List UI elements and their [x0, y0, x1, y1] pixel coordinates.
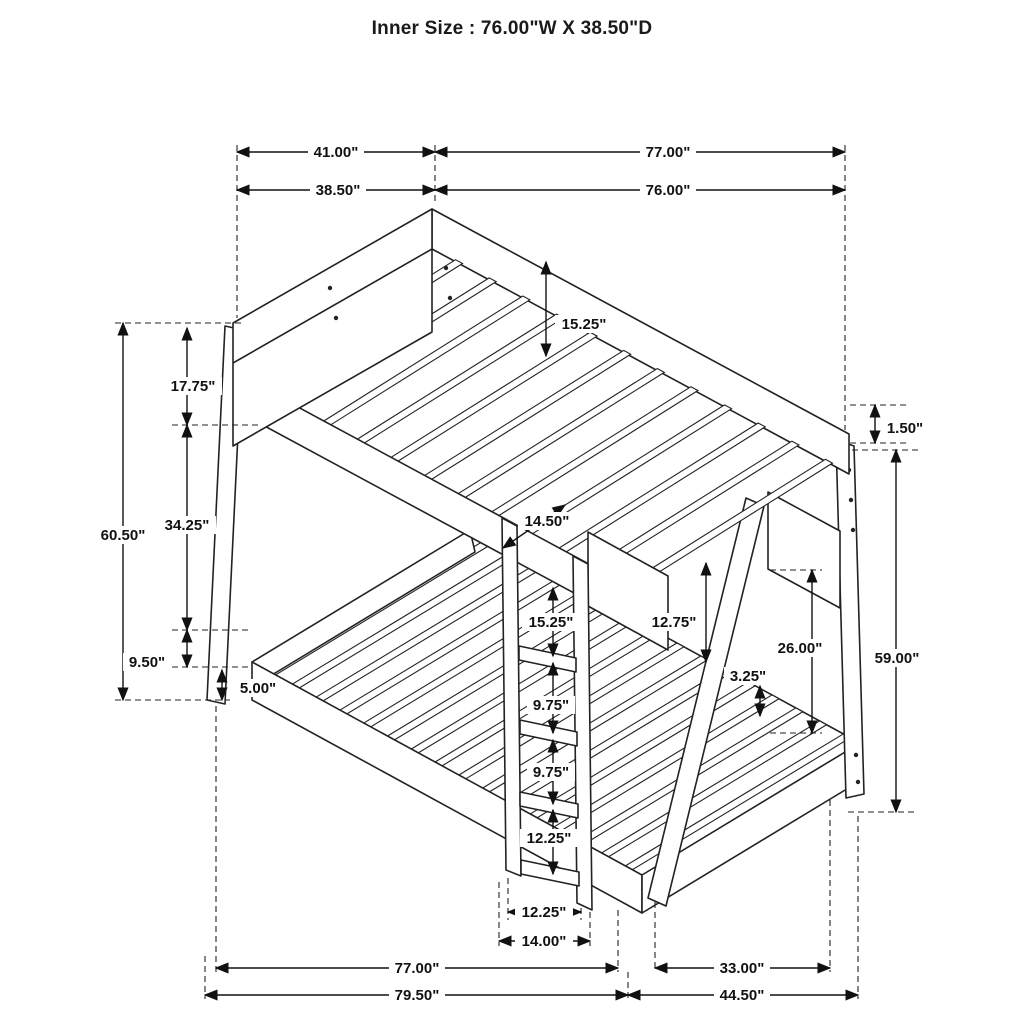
dim-label-795: 79.50" — [389, 986, 445, 1004]
ladder-left-rail — [501, 517, 522, 877]
svg-text:3.25": 3.25" — [730, 668, 766, 685]
svg-text:77.00": 77.00" — [646, 144, 691, 161]
dim-label-445: 44.50" — [714, 986, 770, 1004]
dim-label-1275: 12.75" — [645, 613, 703, 631]
bolt-dot — [855, 779, 861, 785]
bolt-dot — [447, 295, 453, 301]
bolt-dot — [850, 527, 856, 533]
dim-label-325: 3.25" — [724, 667, 772, 685]
bolt-dot — [327, 285, 333, 291]
svg-text:34.25": 34.25" — [165, 517, 210, 534]
svg-text:77.00": 77.00" — [395, 960, 440, 977]
headboard-panel — [232, 208, 433, 447]
dim-label-77-bottom: 77.00" — [389, 959, 445, 977]
dim-label-1525-slat: 15.25" — [555, 315, 613, 333]
dim-label-950: 9.50" — [123, 653, 171, 671]
lower-bunk-left-rail — [251, 529, 476, 685]
ladder-right-rail — [572, 555, 593, 911]
dim-label-500: 5.00" — [234, 679, 282, 697]
dim-label-975a: 9.75" — [527, 696, 575, 714]
svg-text:9.75": 9.75" — [533, 697, 569, 714]
bed-slat — [423, 349, 632, 480]
bolt-dot — [853, 752, 859, 758]
dim-label-33: 33.00" — [714, 959, 770, 977]
svg-text:15.25": 15.25" — [562, 316, 607, 333]
svg-text:79.50": 79.50" — [395, 987, 440, 1004]
svg-text:33.00": 33.00" — [720, 960, 765, 977]
headboard-rail-line — [232, 248, 433, 364]
dim-label-3850: 38.50" — [310, 181, 366, 199]
svg-text:76.00": 76.00" — [646, 182, 691, 199]
svg-text:14.00": 14.00" — [522, 933, 567, 950]
bed-slat — [490, 386, 700, 517]
svg-text:60.50": 60.50" — [101, 527, 146, 544]
dimension-labels: 41.00" 77.00" 38.50" 76.00" 15.25" 17.75… — [94, 143, 929, 1004]
bed-slat — [457, 367, 666, 499]
dim-label-5900: 59.00" — [868, 649, 926, 667]
dim-label-2600: 26.00" — [771, 639, 829, 657]
dim-label-1400: 14.00" — [515, 932, 573, 950]
diagram-title: Inner Size : 76.00"W X 38.50"D — [371, 18, 653, 39]
svg-text:44.50": 44.50" — [720, 987, 765, 1004]
dim-label-6050: 60.50" — [94, 526, 152, 544]
svg-text:12.25": 12.25" — [522, 904, 567, 921]
svg-text:9.75": 9.75" — [533, 764, 569, 781]
svg-text:1.50": 1.50" — [887, 420, 923, 437]
bolt-dot — [848, 497, 854, 503]
dim-label-41: 41.00" — [308, 143, 364, 161]
dim-label-1525-ladder: 15.25" — [522, 613, 580, 631]
dim-label-1225v: 12.25" — [520, 829, 578, 847]
svg-text:38.50": 38.50" — [316, 182, 361, 199]
svg-text:17.75": 17.75" — [171, 378, 216, 395]
dim-label-1450: 14.50" — [518, 512, 576, 530]
svg-text:59.00": 59.00" — [875, 650, 920, 667]
svg-text:41.00": 41.00" — [314, 144, 359, 161]
bolt-dot — [443, 265, 449, 271]
dim-label-3425: 34.25" — [158, 516, 216, 534]
dim-label-76: 76.00" — [640, 181, 696, 199]
svg-text:9.50": 9.50" — [129, 654, 165, 671]
dim-label-150: 1.50" — [881, 419, 929, 437]
svg-text:12.75": 12.75" — [652, 614, 697, 631]
foot-guard-panel — [767, 491, 841, 609]
bolt-dot — [333, 315, 339, 321]
svg-text:5.00": 5.00" — [240, 680, 276, 697]
svg-text:12.25": 12.25" — [527, 830, 572, 847]
dim-label-1775: 17.75" — [164, 377, 222, 395]
svg-text:15.25": 15.25" — [529, 614, 574, 631]
dim-label-1225h: 12.25" — [515, 903, 573, 921]
dim-label-77-top: 77.00" — [640, 143, 696, 161]
bed-slat — [389, 331, 599, 462]
bunk-bed-drawing — [206, 208, 865, 914]
svg-text:26.00": 26.00" — [778, 640, 823, 657]
svg-text:14.50": 14.50" — [525, 513, 570, 530]
dim-label-975b: 9.75" — [527, 763, 575, 781]
